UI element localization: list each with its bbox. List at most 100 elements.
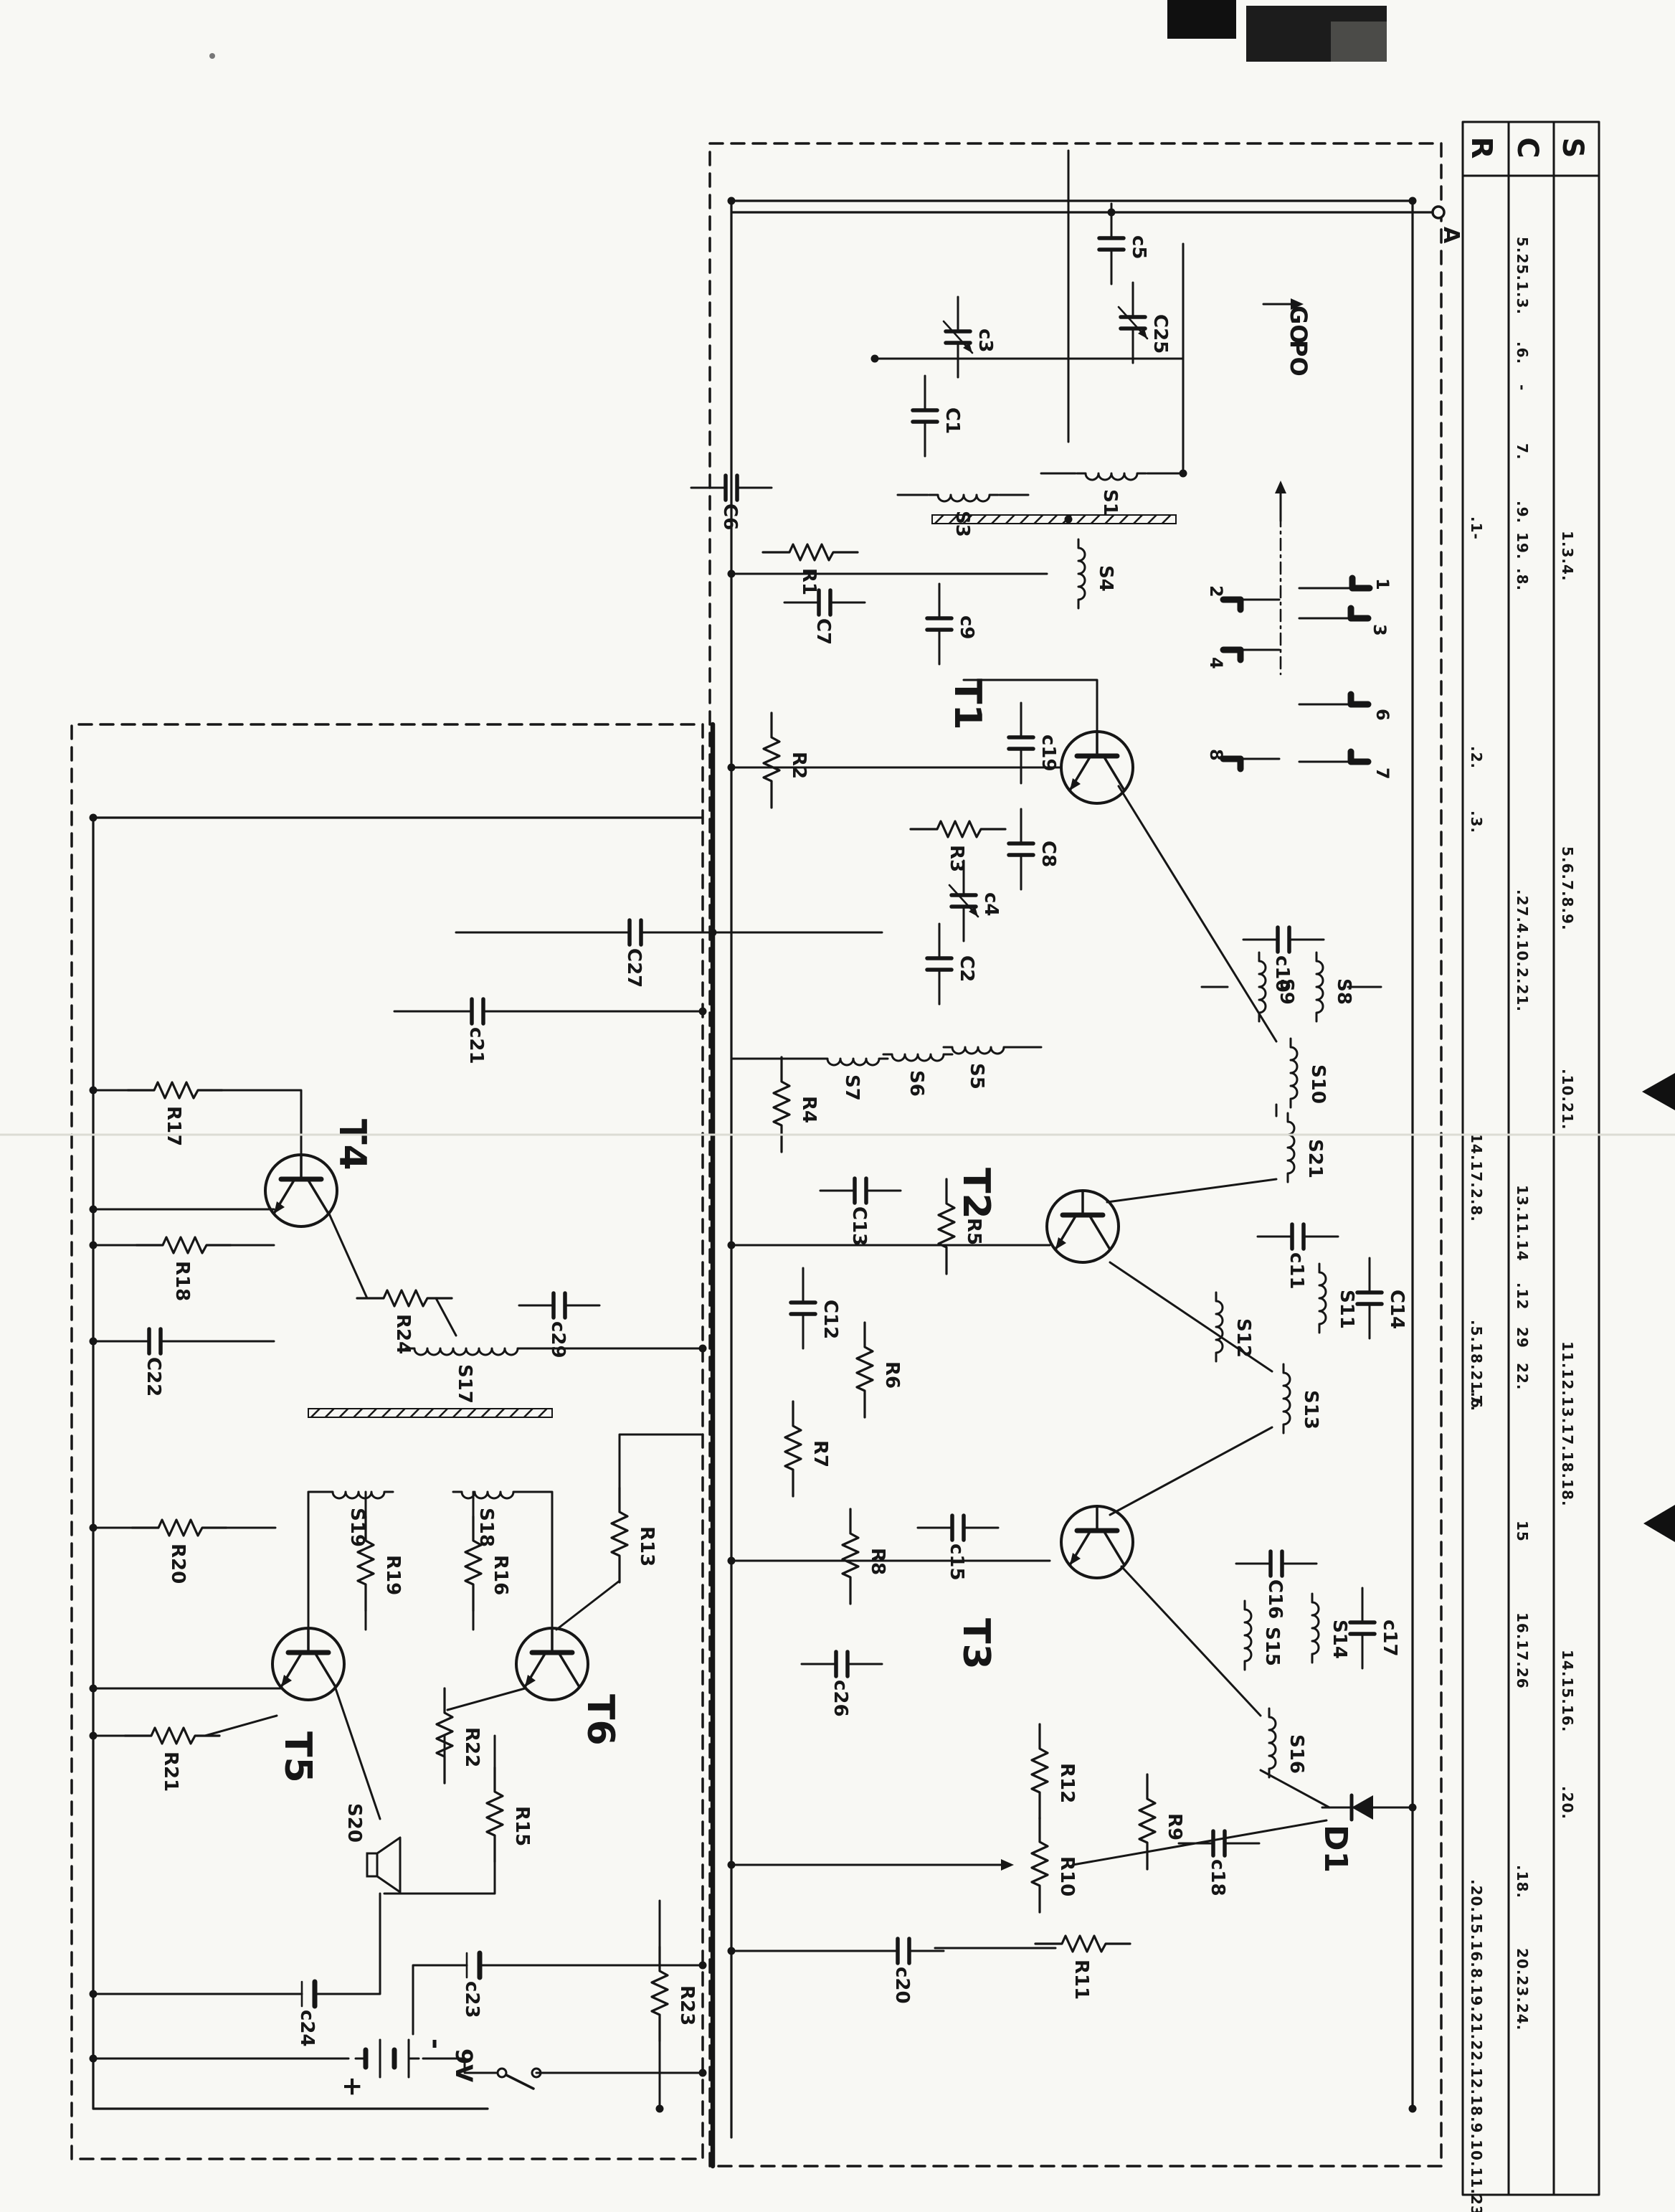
table-cell: .5.18.21.6 bbox=[1468, 1320, 1485, 1409]
label-R24: R24 bbox=[392, 1314, 414, 1354]
terminal-A bbox=[1431, 205, 1446, 219]
label-C6: C6 bbox=[719, 504, 741, 530]
resistor-R16 bbox=[464, 1515, 483, 1612]
label-c21: c21 bbox=[465, 1027, 487, 1064]
text-PO: PO bbox=[1285, 340, 1312, 377]
label-R3: R3 bbox=[946, 845, 967, 872]
label-C8: C8 bbox=[1038, 841, 1059, 867]
table-cell: 5.6.7.8.9. bbox=[1559, 846, 1576, 931]
text-9V: 9V bbox=[450, 2048, 478, 2082]
resistor-R10 bbox=[1030, 1816, 1049, 1914]
table-cell: .9. bbox=[1514, 501, 1531, 524]
transistor-T1 bbox=[1060, 730, 1134, 805]
label-c23: c23 bbox=[461, 1981, 483, 2018]
label-S16: S16 bbox=[1286, 1734, 1307, 1774]
coil-S14 bbox=[1311, 1592, 1320, 1664]
volume-arrow bbox=[972, 1859, 1014, 1871]
edge-smudge bbox=[1643, 1505, 1675, 1542]
S20 bbox=[366, 1836, 402, 1894]
text-4: 4 bbox=[1206, 657, 1226, 669]
capacitor-C25 bbox=[1117, 281, 1149, 364]
transistor-T4 bbox=[264, 1153, 338, 1228]
table-cell: 14.15.16. bbox=[1559, 1650, 1576, 1732]
label-c11: c11 bbox=[1286, 1252, 1307, 1290]
table-cell: 19. bbox=[1514, 532, 1531, 559]
table-header-R: R bbox=[1465, 137, 1498, 159]
label-S13: S13 bbox=[1300, 1390, 1322, 1429]
coil-S6 bbox=[882, 1053, 954, 1062]
resistor-R6 bbox=[855, 1321, 874, 1419]
label-c15: c15 bbox=[946, 1544, 967, 1581]
resistor-R20 bbox=[131, 1518, 228, 1537]
capacitor-c9 bbox=[925, 582, 954, 666]
table-cell: 1.3.4. bbox=[1559, 531, 1576, 582]
lug-2 bbox=[1220, 596, 1244, 613]
label-c19: c19 bbox=[1038, 734, 1059, 772]
label-S11: S11 bbox=[1336, 1290, 1357, 1329]
label-S12: S12 bbox=[1233, 1318, 1254, 1358]
resistor-R21 bbox=[123, 1726, 221, 1745]
table-cell: 16.17.26 bbox=[1514, 1612, 1531, 1689]
lug-1 bbox=[1349, 575, 1373, 592]
label-R11: R11 bbox=[1071, 1960, 1092, 2000]
parts-table-cells: S1.3.4.5.6.7.8.9..10.21.11.12.13.17.18.1… bbox=[1465, 137, 1589, 2212]
label-R9: R9 bbox=[1164, 1813, 1185, 1840]
text-T6: T6 bbox=[579, 1694, 622, 1746]
resistor-R15 bbox=[485, 1766, 504, 1863]
capacitor-c15 bbox=[916, 1513, 1000, 1542]
rf-if-section-border bbox=[708, 142, 1443, 2168]
resistor-R7 bbox=[784, 1400, 802, 1498]
table-cell: - bbox=[1514, 384, 1531, 391]
capacitor-C12 bbox=[789, 1267, 817, 1350]
capacitor-c5 bbox=[1097, 202, 1126, 285]
label-c24: c24 bbox=[296, 2010, 318, 2047]
coil-S15 bbox=[1243, 1599, 1253, 1671]
label-c10: c10 bbox=[1271, 955, 1293, 993]
capacitor-c3 bbox=[942, 296, 974, 379]
coil-S17 bbox=[404, 1347, 528, 1356]
battery bbox=[354, 2038, 420, 2079]
label-S8: S8 bbox=[1333, 978, 1354, 1005]
label-R18: R18 bbox=[171, 1261, 193, 1301]
capacitor-C8 bbox=[1007, 808, 1035, 891]
table-cell: .20. bbox=[1559, 1786, 1576, 1820]
capacitor-C13 bbox=[819, 1176, 902, 1205]
label-R19: R19 bbox=[382, 1555, 404, 1595]
speck bbox=[209, 53, 215, 59]
parts-table-grid bbox=[1461, 120, 1600, 2196]
scan-artifacts bbox=[0, 0, 1675, 1542]
coil-S21 bbox=[1286, 1112, 1296, 1183]
capacitor-C1 bbox=[911, 374, 939, 458]
coil-S11 bbox=[1318, 1262, 1327, 1334]
label-c3: c3 bbox=[974, 329, 996, 353]
label-S1: S1 bbox=[1099, 489, 1121, 516]
coil-S7 bbox=[817, 1057, 889, 1067]
capacitor-C14 bbox=[1355, 1257, 1384, 1340]
transistor-T5 bbox=[271, 1627, 346, 1701]
label-C14: C14 bbox=[1386, 1290, 1408, 1329]
label-R7: R7 bbox=[810, 1440, 831, 1467]
capacitor-c20 bbox=[862, 1937, 945, 1965]
coil-S13 bbox=[1282, 1363, 1291, 1435]
go-arrow bbox=[1262, 298, 1304, 310]
resistor-R11 bbox=[1034, 1934, 1131, 1953]
label-S9: S9 bbox=[1276, 978, 1297, 1005]
label-R12: R12 bbox=[1056, 1763, 1078, 1803]
table-cell: 5.25.1.3. bbox=[1514, 237, 1531, 315]
resistor-R22 bbox=[435, 1687, 454, 1785]
capacitor-c19 bbox=[1007, 701, 1035, 785]
capacitor-c18 bbox=[1177, 1829, 1261, 1858]
capacitor-c21 bbox=[436, 997, 519, 1026]
label-C7: C7 bbox=[812, 618, 834, 645]
ferrite-rod bbox=[931, 514, 1177, 524]
table-cell: 22. bbox=[1514, 1363, 1531, 1390]
text-3: 3 bbox=[1370, 624, 1390, 636]
text-8: 8 bbox=[1206, 749, 1226, 761]
resistor-R2 bbox=[762, 712, 781, 809]
coil-S10 bbox=[1289, 1037, 1299, 1109]
registration-mark bbox=[1167, 0, 1236, 39]
label-C12: C12 bbox=[820, 1300, 841, 1339]
label-c5: c5 bbox=[1128, 235, 1149, 260]
